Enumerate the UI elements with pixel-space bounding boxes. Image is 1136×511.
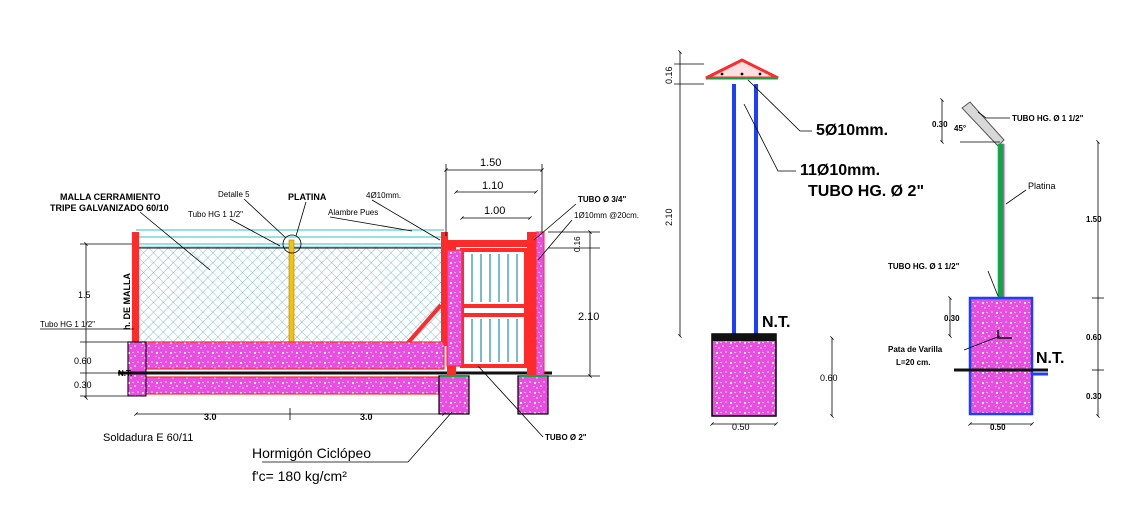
inclined-arm [961,101,1005,147]
dim-2-10-elev: 2.10 [578,311,599,323]
inclined-nt-label: N.T. [1036,350,1064,367]
dim-0-16-elev: 0.16 [573,236,582,252]
h-malla-label: h. DE MALLA [122,273,132,330]
gate-post-right [527,232,536,376]
tubo-mid-label: TUBO HG. Ø 1 1/2" [888,262,960,271]
tubo-hg-112-left: Tubo HG 1 1/2" [40,320,95,329]
platina-inclined: Platina [1028,181,1056,191]
fence-elevation: 1.50 1.10 1.00 0.16 2.10 1.5 0.60 0.30 3… [40,157,639,484]
hormigon-label: Hormigón Ciclópeo [252,445,371,461]
fc-label: f'c= 180 kg/cm² [252,468,347,484]
nt-small: N.T. [118,369,132,378]
post-footing [711,333,777,417]
right-mesh-post [441,232,448,346]
dim-0-60-elev: 0.60 [74,356,92,366]
incl-dim-0-60: 0.60 [1086,333,1102,342]
concrete-beam-lower [127,376,445,395]
tubo-top-label: TUBO HG. Ø 1 1/2" [1012,114,1084,123]
dim-0-30-elev: 0.30 [74,380,92,390]
dim-1-5: 1.5 [78,290,91,300]
gate-footing-left [438,375,470,415]
left-post [132,232,139,344]
gate-post-right-outer [535,231,545,377]
inclined-post-detail: 0.30 45° 1.50 0.60 0.30 0.30 0.50 TUBO H… [888,98,1104,432]
platina-label: PLATINA [288,192,327,202]
dim-1-10: 1.10 [482,180,503,192]
pata-label-2: L=20 cm. [896,358,930,367]
dim-3-0-b: 3.0 [360,412,373,422]
rebar-11-label: 11Ø10mm. [800,162,880,179]
incl-dim-0-30-top: 0.30 [932,120,948,129]
tubo-3-4: TUBO Ø 3/4" [578,195,626,204]
post-dim-2-10: 2.10 [664,208,674,226]
incl-dim-0-30-bottom: 0.30 [1086,392,1102,401]
gate-footing-right [517,375,549,415]
gate-top-rail [447,240,536,247]
rebar-5-label: 5Ø10mm. [816,122,888,139]
post-dim-0-50: 0.50 [732,422,750,432]
rebar-1-20: 1Ø10mm @20cm. [574,211,639,220]
alambre-label: Alambre Pues [328,208,378,217]
tubo-hg-2-label: TUBO HG. Ø 2" [808,183,924,200]
post-detail: 0.16 2.10 0.60 0.50 5Ø10mm. 11Ø10mm. TUB… [664,50,924,432]
dim-1-50: 1.50 [480,157,501,169]
incl-dim-0-50: 0.50 [990,423,1006,432]
gate-hinge-column [446,249,463,367]
gate-bars [471,254,518,362]
rebar-4-10: 4Ø10mm. [366,191,401,200]
incl-dim-1-50: 1.50 [1086,215,1102,224]
soldadura-label: Soldadura E 60/11 [103,432,193,444]
post-nt-label: N.T. [762,314,790,331]
concrete-beam-upper [127,341,445,370]
incl-dim-0-30: 0.30 [944,314,960,323]
diagonal-brace [404,303,443,347]
angle-label: 45° [954,124,966,133]
inclined-footing [968,296,1034,416]
malla-label-1: MALLA CERRAMIENTO [60,192,161,202]
post-dim-0-16: 0.16 [664,66,674,84]
detalle-5: Detalle 5 [218,190,250,199]
dim-3-0-a: 3.0 [204,412,217,422]
malla-label-2: TRIPE GALVANIZADO 60/10 [50,203,169,213]
detail-5-circle [282,234,302,254]
middle-post [288,239,295,349]
pata-label-1: Pata de Varilla [888,345,943,354]
tubo-2-label: TUBO Ø 2" [545,433,587,442]
post-dim-0-60: 0.60 [820,373,838,383]
left-footing [127,341,147,397]
dim-1-00: 1.00 [484,205,505,217]
tubo-hg-112-top: Tubo HG 1 1/2" [188,210,243,219]
